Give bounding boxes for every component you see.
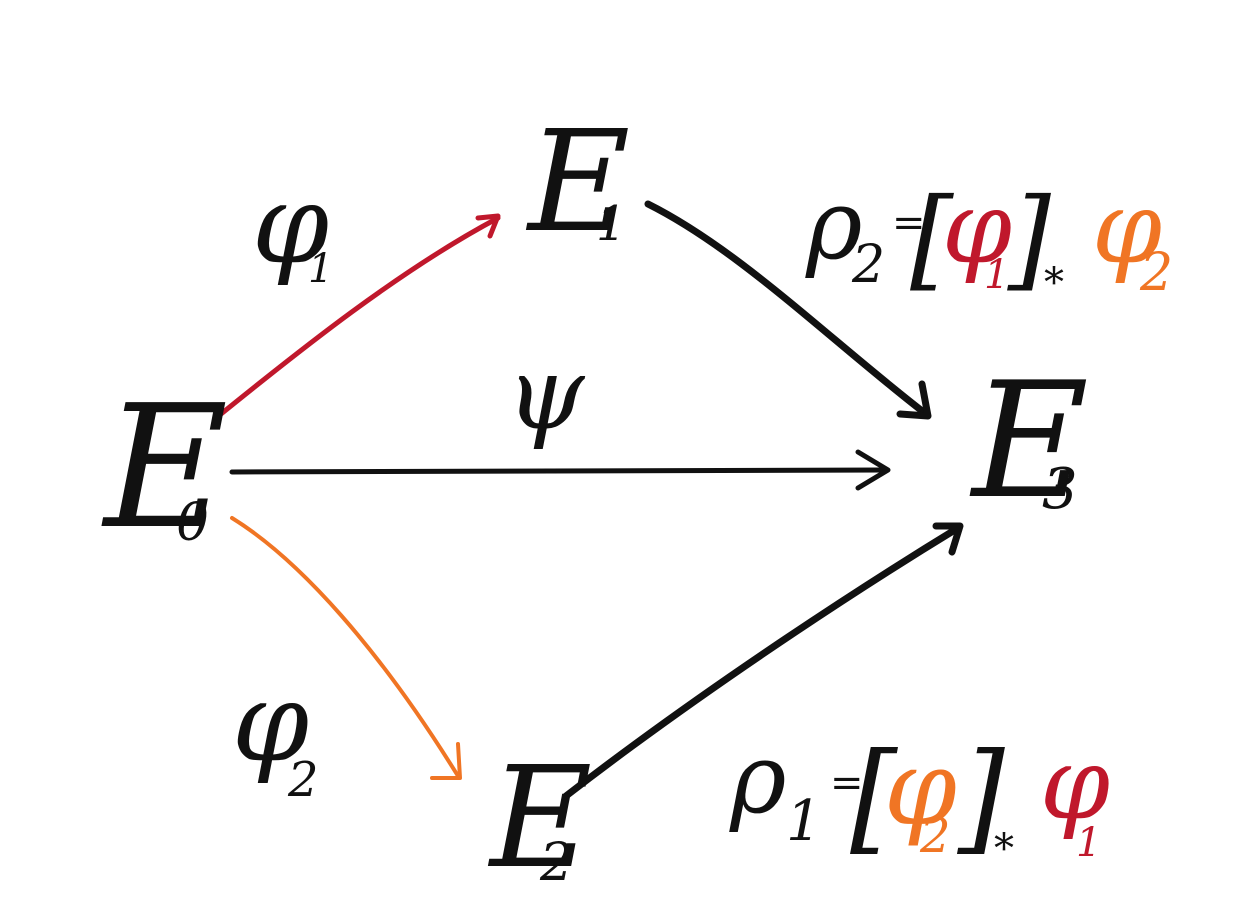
node-e0-main: E — [101, 369, 228, 567]
rho2-lhs-sub: 2 — [851, 235, 885, 295]
node-e0-sub: 0 — [176, 493, 209, 553]
arrow-e0-to-e1 — [213, 213, 501, 421]
rho2-rhs-main: φ — [1092, 169, 1162, 286]
rho1-lhs-sub: 1 — [786, 789, 822, 854]
label-phi2: φ 2 — [232, 658, 319, 808]
label-psi: ψ — [506, 335, 586, 452]
rho2-lhs-main: ρ — [805, 169, 862, 281]
rho1-bracket-open: [ — [850, 728, 898, 867]
arrow-e2-to-e3 — [562, 522, 964, 800]
node-e3: E 3 — [969, 347, 1089, 534]
rho2-star: * — [1044, 260, 1064, 306]
arrow-e0-to-e2 — [230, 516, 462, 780]
arrow-e0-to-e3 — [229, 449, 891, 491]
node-e1-sub: 1 — [596, 196, 627, 252]
node-e2-main: E — [487, 737, 592, 900]
node-e2-sub: 2 — [539, 833, 573, 893]
rho1-eq: = — [830, 760, 864, 806]
formula-rho2: ρ 2 = [ φ 1 ] * φ 2 — [805, 169, 1173, 306]
node-e0: E 0 — [101, 369, 228, 567]
rho1-inner-main: φ — [884, 727, 957, 849]
rho2-bracket-close: ] — [1007, 174, 1052, 302]
formula-rho1: ρ 1 = [ φ 2 ] * φ 1 — [729, 723, 1110, 872]
label-phi1-main: φ — [252, 160, 329, 288]
label-psi-main: ψ — [506, 335, 586, 452]
rho2-bracket-open: [ — [910, 174, 954, 302]
rho2-inner-main: φ — [942, 169, 1012, 286]
node-e3-main: E — [969, 347, 1089, 534]
rho2-inner-sub: 1 — [984, 252, 1009, 298]
label-phi2-main: φ — [232, 658, 309, 786]
node-e3-sub: 3 — [1042, 457, 1078, 522]
label-phi1: φ 1 — [252, 160, 333, 292]
rho1-rhs-sub: 1 — [1076, 820, 1101, 866]
rho1-rhs-main: φ — [1040, 725, 1110, 842]
rho1-lhs-main: ρ — [729, 723, 786, 835]
node-e1-main: E — [525, 101, 630, 264]
rho2-rhs-sub: 2 — [1139, 243, 1173, 303]
node-e2: E 2 — [487, 737, 592, 900]
rho1-star: * — [994, 826, 1014, 872]
rho1-inner-sub: 2 — [919, 808, 951, 864]
label-phi2-sub: 2 — [287, 752, 319, 808]
arrow-e1-to-e3 — [644, 200, 932, 420]
rho2-eq: = — [892, 200, 926, 246]
node-e1: E 1 — [525, 101, 630, 264]
label-phi1-sub: 1 — [308, 246, 333, 292]
rho1-bracket-close: ] — [956, 728, 1005, 867]
